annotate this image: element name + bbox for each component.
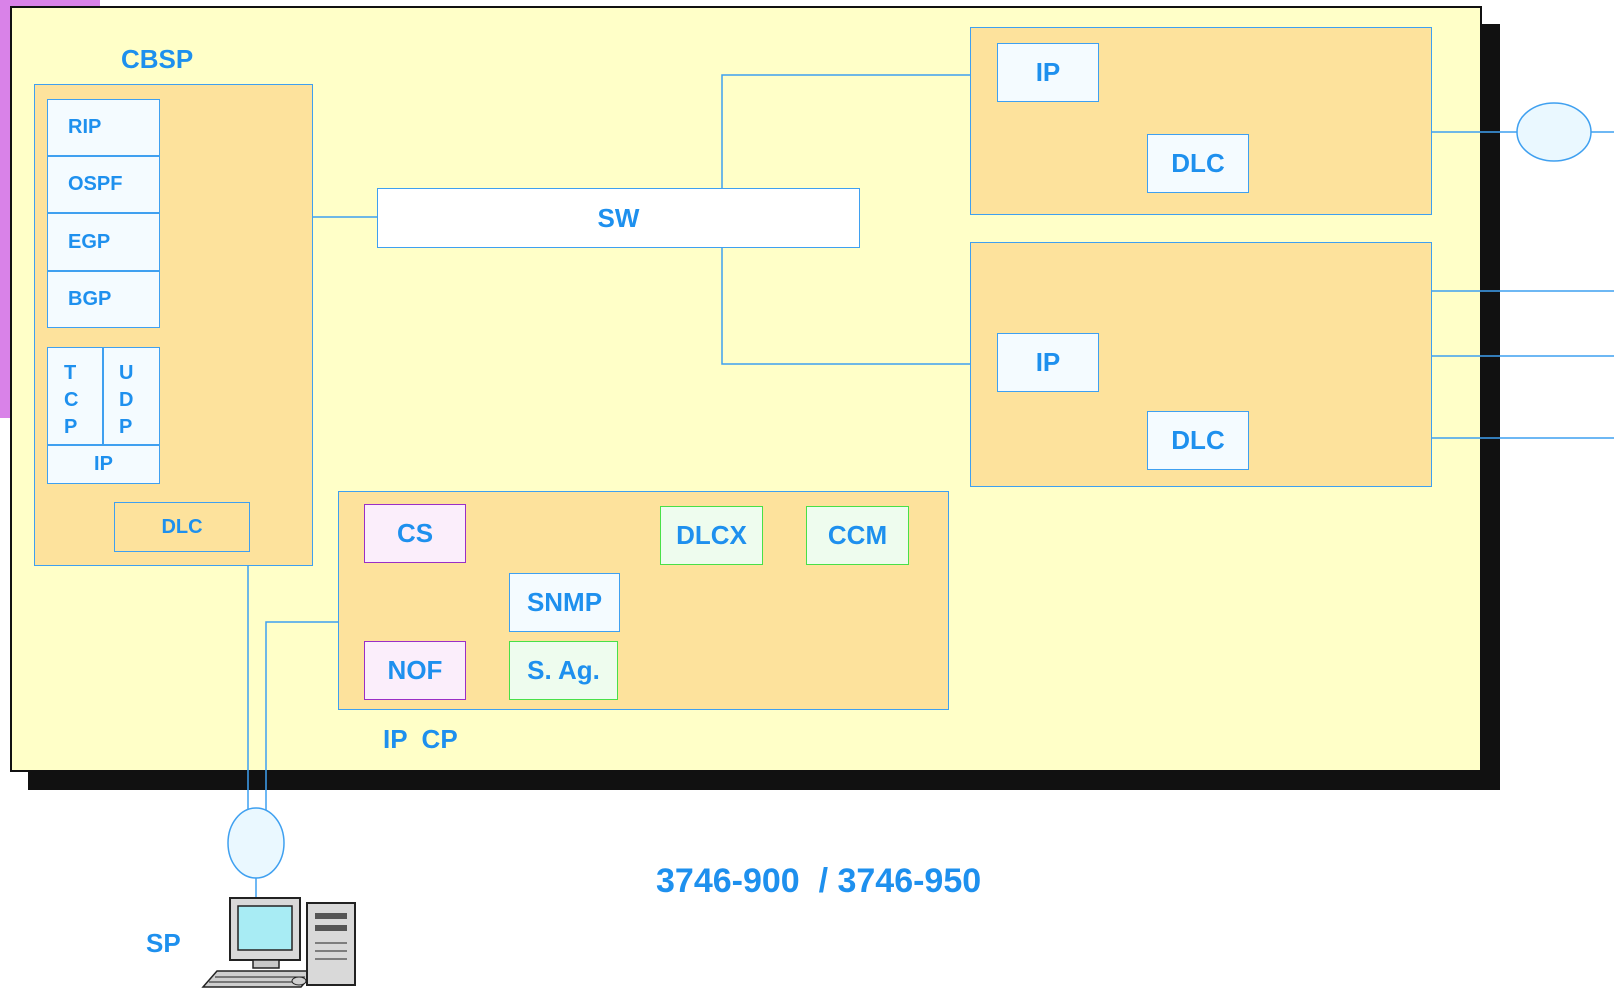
cbsp-ip-box: IP	[47, 445, 160, 484]
sp-label: SP	[146, 928, 181, 958]
background-bar-top	[0, 0, 100, 8]
bottom-adapter-dlc-box: DLC	[1147, 411, 1249, 470]
switch-box: SW	[377, 188, 860, 248]
tcp-box: T C P	[47, 347, 103, 445]
snmp-box: SNMP	[509, 573, 620, 632]
port-oval-right	[1516, 102, 1592, 162]
link-sw-top-adapter	[721, 74, 972, 188]
s-ag-box: S. Ag.	[509, 641, 618, 700]
bgp-box: BGP	[47, 271, 160, 328]
port-oval-sp	[227, 807, 285, 879]
ospf-box: OSPF	[47, 156, 160, 213]
udp-box: U D P	[103, 347, 160, 445]
ccm-box: CCM	[806, 506, 909, 565]
computer-icon	[201, 897, 356, 988]
dlcx-box: DLCX	[660, 506, 763, 565]
link-ipcp-sp	[265, 621, 340, 812]
background-bar	[0, 0, 12, 418]
rip-box: RIP	[47, 99, 160, 156]
link-sw-bottom-adapter	[721, 248, 972, 365]
top-adapter-dlc-box: DLC	[1147, 134, 1249, 193]
cbsp-dlc-box: DLC	[114, 502, 250, 552]
ipcp-label: IP CP	[383, 724, 458, 754]
diagram-title: 3746-900 / 3746-950	[656, 862, 982, 900]
cbsp-label: CBSP	[121, 44, 194, 74]
top-adapter-ip-box: IP	[997, 43, 1099, 102]
nof-box: NOF	[364, 641, 466, 700]
bottom-adapter-ip-box: IP	[997, 333, 1099, 392]
cs-box: CS	[364, 504, 466, 563]
egp-box: EGP	[47, 213, 160, 271]
